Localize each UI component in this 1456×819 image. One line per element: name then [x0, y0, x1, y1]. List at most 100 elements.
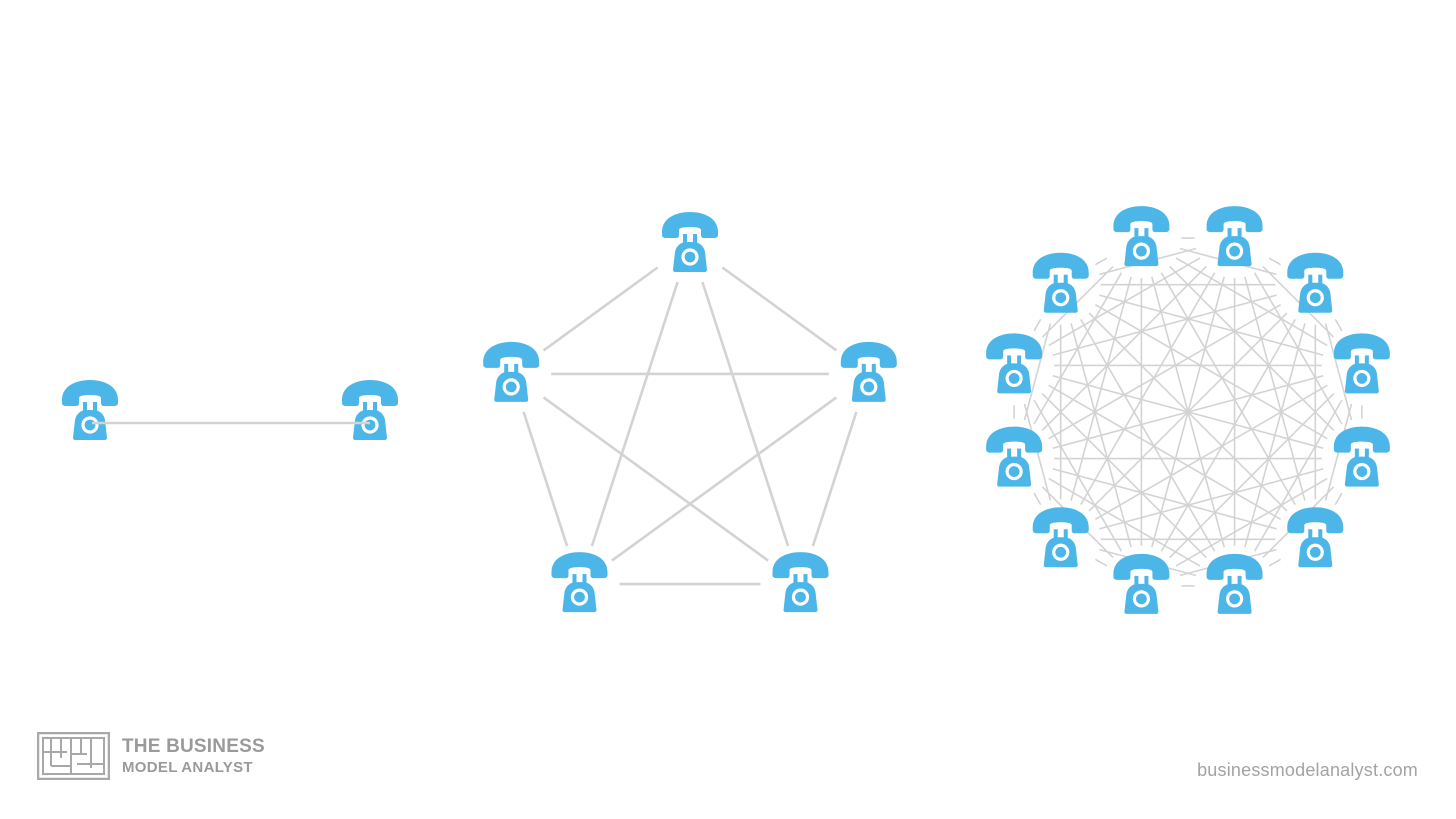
- phone-stem-shape: [1318, 274, 1323, 284]
- telephone-icon: [1113, 553, 1170, 614]
- phone-base-shape: [73, 410, 107, 440]
- network-5-nodes-edge: [542, 396, 769, 562]
- network-12-nodes-edge: [1033, 272, 1123, 425]
- network-5-nodes-edge: [542, 266, 659, 352]
- handset-shape: [1113, 206, 1170, 233]
- phone-stem-shape: [1063, 274, 1068, 284]
- network-12-nodes-edge: [1160, 318, 1296, 552]
- phone-base-shape: [851, 371, 886, 402]
- network-12-nodes-edge: [1048, 304, 1282, 440]
- phone-base-shape: [1217, 236, 1252, 267]
- network-12-nodes-edge: [1048, 384, 1282, 520]
- handset-shape: [62, 380, 118, 406]
- telephone-icon: [1032, 507, 1089, 568]
- handset-shape: [986, 426, 1043, 453]
- phone-stem-shape: [514, 363, 519, 373]
- phone-stem-shape: [1354, 355, 1359, 365]
- network-12-nodes-edge: [1041, 393, 1207, 559]
- phone-stem-shape: [1144, 575, 1149, 585]
- handset-shape: [1333, 426, 1390, 453]
- network-12-nodes-edge: [1268, 257, 1282, 266]
- phone-stem-shape: [1354, 448, 1359, 458]
- handset-shape: [1206, 206, 1263, 233]
- phone-base-shape: [562, 582, 597, 613]
- phone-base-shape: [783, 582, 818, 613]
- handset-shape: [840, 341, 897, 368]
- dial-ring-shape: [1132, 590, 1151, 608]
- phone-stem-shape: [504, 363, 509, 373]
- phone-stem-shape: [373, 402, 377, 411]
- network-12-nodes-edge: [1033, 318, 1042, 332]
- handset-shape: [1113, 553, 1170, 580]
- network-5-nodes-edge: [811, 411, 858, 547]
- network-12-nodes-edge: [1094, 384, 1328, 520]
- network-12-nodes-edge: [1094, 257, 1108, 266]
- phone-stem-shape: [572, 574, 577, 584]
- handset-shape: [986, 333, 1043, 360]
- dial-ring-shape: [361, 416, 379, 434]
- phone-stem-shape: [1017, 355, 1022, 365]
- dial-ring-shape: [1005, 369, 1023, 388]
- telephone-icon: [1206, 206, 1263, 267]
- network-12-nodes-edge: [1175, 257, 1328, 347]
- phone-base-shape: [1043, 282, 1078, 313]
- phone-base-shape: [1124, 236, 1159, 267]
- telephone-icon: [62, 380, 118, 440]
- phone-stem-shape: [1053, 529, 1058, 539]
- phone-base-shape: [353, 410, 387, 440]
- telephone-icon: [342, 380, 398, 440]
- network-5-nodes-edge: [522, 411, 569, 547]
- handset-shape: [483, 341, 540, 368]
- telephone-icon: [840, 341, 897, 402]
- network-12-nodes-edge: [1041, 265, 1114, 338]
- telephone-icon: [986, 426, 1043, 487]
- logo-title: THE BUSINESS: [122, 736, 265, 757]
- phone-base-shape: [997, 363, 1032, 394]
- phone-base-shape: [1043, 537, 1078, 568]
- phone-stem-shape: [693, 234, 697, 243]
- dial-ring-shape: [1306, 543, 1324, 561]
- connection-lines: [522, 237, 1363, 587]
- dial-ring-shape: [1132, 242, 1151, 260]
- handset-shape: [1206, 553, 1263, 580]
- phone-stem-shape: [793, 574, 798, 584]
- network-12-nodes-edge: [1094, 304, 1328, 440]
- dial-ring-shape: [1225, 242, 1244, 260]
- network-12-nodes-edge: [1151, 276, 1225, 548]
- network-12-nodes-edge: [1334, 318, 1343, 332]
- phone-stem-shape: [1007, 448, 1012, 458]
- network-12-nodes-edge: [1070, 323, 1132, 548]
- handset-shape: [1032, 252, 1089, 279]
- phone-stem-shape: [1134, 228, 1139, 238]
- handset-shape: [1287, 507, 1344, 534]
- dial-ring-shape: [570, 588, 589, 606]
- network-5-nodes-edge: [721, 266, 838, 352]
- dial-ring-shape: [502, 378, 520, 396]
- network-5-nodes-edge: [590, 281, 679, 547]
- phone-base-shape: [1298, 282, 1333, 313]
- dial-ring-shape: [1005, 462, 1023, 481]
- handset-shape: [342, 380, 398, 406]
- phone-stem-shape: [1007, 355, 1012, 365]
- network-12-nodes-edge: [1324, 323, 1353, 421]
- network-5-nodes-edge: [701, 281, 790, 547]
- phone-stem-shape: [1364, 448, 1369, 458]
- phone-stem-shape: [803, 574, 808, 584]
- phone-stem-shape: [1237, 228, 1242, 238]
- network-12-nodes-edge: [1080, 272, 1216, 506]
- phone-stem-shape: [861, 363, 866, 373]
- handset-shape: [772, 552, 829, 579]
- phone-stem-shape: [1237, 575, 1242, 585]
- phone-stem-shape: [1144, 228, 1149, 238]
- phone-stem-shape: [683, 234, 687, 243]
- phone-stem-shape: [1308, 529, 1313, 539]
- phone-stem-shape: [1063, 529, 1068, 539]
- dial-ring-shape: [1353, 369, 1371, 388]
- handset-shape: [1333, 333, 1390, 360]
- telephone-icon: [551, 552, 608, 613]
- telephone-icon: [483, 341, 540, 402]
- network-5-nodes-edge: [611, 396, 838, 562]
- dial-ring-shape: [1225, 590, 1244, 608]
- phone-stem-shape: [871, 363, 876, 373]
